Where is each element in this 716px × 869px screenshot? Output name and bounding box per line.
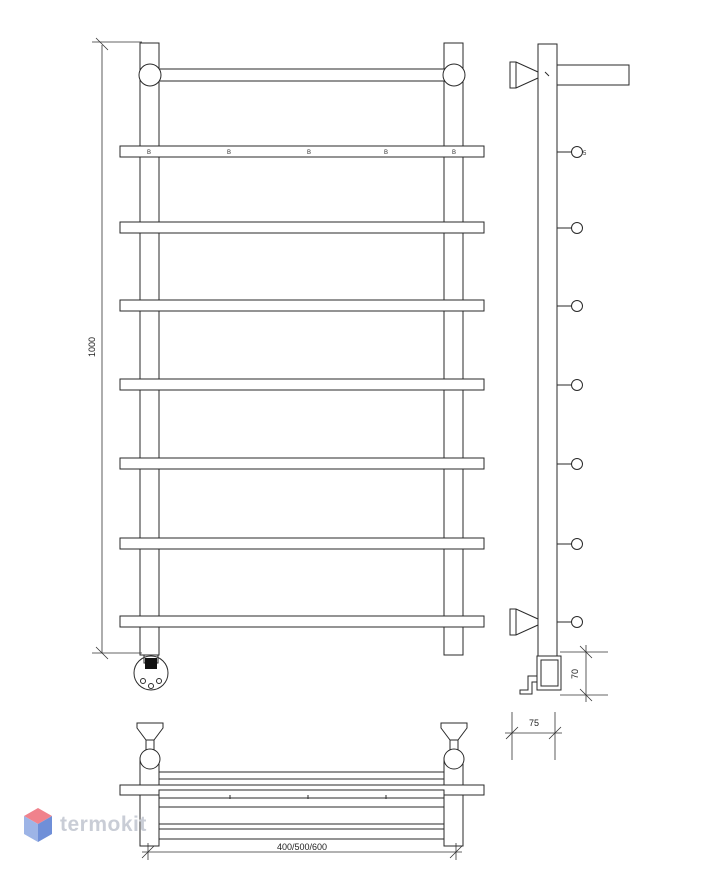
top-view-inner-bar-2 <box>158 828 445 840</box>
crossbar-5 <box>119 457 485 470</box>
side-bar-end-7 <box>571 616 583 628</box>
cube-logo-icon <box>24 808 52 842</box>
depth-dimension: 75 <box>505 712 562 760</box>
width-dimension: 400/500/600 <box>141 842 463 860</box>
bar-mark-2: B <box>227 150 231 156</box>
heater-controller <box>133 654 169 691</box>
side-bar-ends <box>557 146 583 628</box>
top-view-right-post <box>443 757 464 847</box>
bar-mark-5: B <box>452 150 456 156</box>
top-round-bar <box>149 68 455 82</box>
bar-mark-1: B <box>147 150 151 156</box>
top-left-joint <box>138 63 162 87</box>
crossbars <box>119 145 485 628</box>
height-label: 1000 <box>87 337 97 357</box>
side-bar-end-4 <box>571 379 583 391</box>
crossbar-6 <box>119 537 485 550</box>
depth-label: 75 <box>529 718 539 728</box>
crossbar-7 <box>119 615 485 628</box>
crossbar-1 <box>119 145 485 158</box>
crossbar-2 <box>119 221 485 234</box>
termokit-watermark: termokit <box>22 805 147 845</box>
height-dimension: 1000 <box>87 37 142 660</box>
side-bar-end-5 <box>571 458 583 470</box>
side-post <box>537 43 558 657</box>
side-mark: 5 <box>583 151 587 157</box>
left-post <box>139 42 160 656</box>
bar-mark-3: B <box>307 150 311 156</box>
top-view-left-mount <box>136 722 164 770</box>
top-view-right-mount <box>440 722 468 770</box>
side-bar-end-3 <box>571 300 583 312</box>
side-heater-box <box>519 655 562 695</box>
connection-height-dimension: 70 <box>560 645 608 702</box>
width-label: 400/500/600 <box>277 842 327 852</box>
front-view: B B B B B 1000 <box>87 37 485 691</box>
top-right-joint <box>442 63 466 87</box>
top-wall-mount <box>509 61 539 89</box>
watermark-brand-text: termokit <box>60 813 147 836</box>
controller-display <box>145 658 157 669</box>
top-view-round-bar <box>158 771 445 780</box>
right-post <box>443 42 464 656</box>
bottom-wall-mount <box>509 608 539 636</box>
side-bar-end-6 <box>571 538 583 550</box>
top-view: 400/500/600 <box>119 722 485 860</box>
top-bracket-arm <box>556 64 630 86</box>
crossbar-3 <box>119 299 485 312</box>
crossbar-4 <box>119 378 485 391</box>
side-view: 5 70 75 <box>505 43 630 760</box>
bar-mark-4: B <box>384 150 388 156</box>
top-view-inner-bar-1 <box>158 806 445 825</box>
connection-height-label: 70 <box>570 669 580 679</box>
side-bar-end-1 <box>571 146 583 158</box>
side-bar-end-2 <box>571 222 583 234</box>
